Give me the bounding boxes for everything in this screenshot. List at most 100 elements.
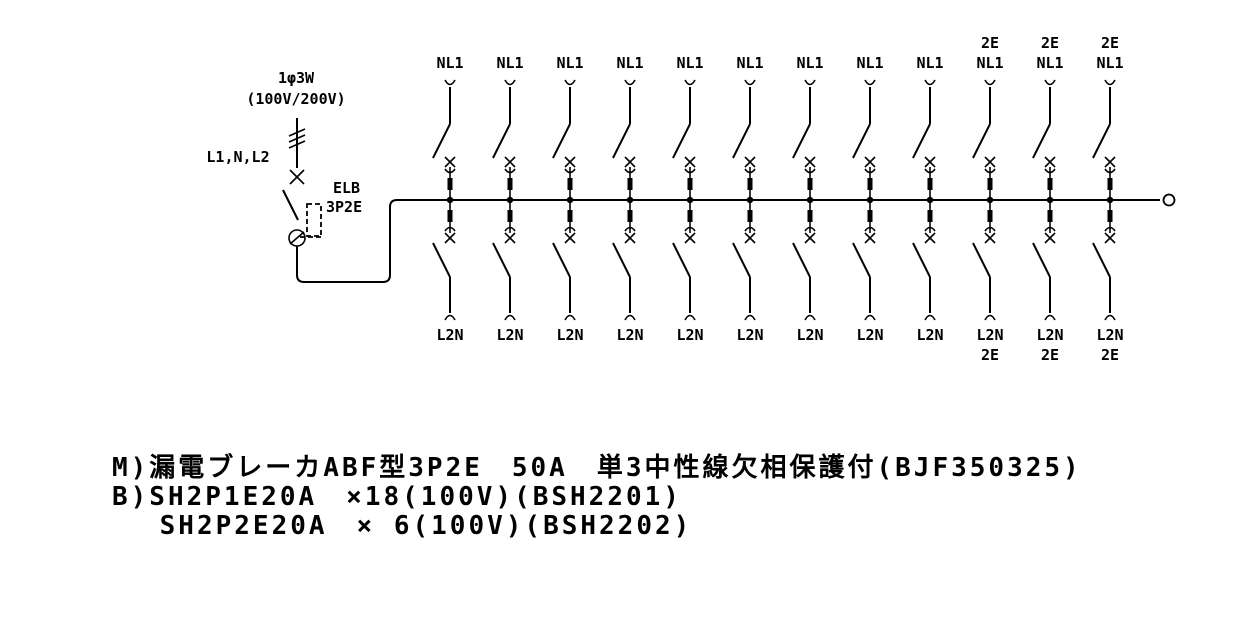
contact-icon [732,242,751,278]
branch-bottom-label: L2N [436,326,463,344]
contact-icon [852,242,871,278]
terminal-icon [1104,168,1116,174]
branch-top-label: NL1 [916,54,943,72]
fuse-icon [927,178,933,190]
main-earth-leakage-breaker [282,189,1176,283]
fuse-icon [687,210,693,222]
terminal-icon [804,79,816,86]
terminal-icon [924,168,936,174]
legend-main-breaker: M)漏電ブレーカABF型3P2E 50A 単3中性線欠相保護付(BJF35032… [112,452,1082,483]
contact-icon [852,123,871,159]
terminal-icon [564,168,576,174]
terminal-icon [984,314,996,321]
fuse-icon [447,178,453,190]
branch-bottom-label: L2N [676,326,703,344]
bus-node [686,196,694,204]
fuse-icon [627,210,633,222]
terminal-icon [444,168,456,174]
terminal-icon [924,79,936,86]
branch-top-label: NL1 [1096,54,1123,72]
branch-bottom-label: 2E [1041,346,1059,364]
contact-icon [972,123,991,159]
terminal-icon [1044,168,1056,174]
main-breaker-type-label: ELB [333,179,360,197]
terminal-icon [744,168,756,174]
bus-node [926,196,934,204]
contact-icon [1092,123,1111,159]
branch-top-label: 2E [981,34,999,52]
bus-node [566,196,574,204]
cross-mark-icon [564,156,576,168]
contact-icon [1032,242,1051,278]
fuse-icon [627,178,633,190]
fuse-icon [807,210,813,222]
terminal-icon [684,168,696,174]
branch-top-label: NL1 [436,54,463,72]
terminal-icon [744,79,756,86]
cross-mark-icon [744,156,756,168]
terminal-icon [984,226,996,232]
cross-mark-icon [444,156,456,168]
terminal-icon [1104,314,1116,321]
branch-bottom-label: L2N [1036,326,1063,344]
cross-mark-icon [564,232,576,244]
branch-bottom-label: L2N [736,326,763,344]
cross-mark-icon [1044,156,1056,168]
contact-icon [492,242,511,278]
branch-bottom-label: L2N [856,326,883,344]
fuse-icon [507,178,513,190]
branch-bottom-label: L2N [496,326,523,344]
terminal-icon [1044,226,1056,232]
terminal-icon [624,226,636,232]
terminal-icon [1104,226,1116,232]
cross-mark-icon [804,232,816,244]
terminal-icon [804,168,816,174]
branch-top-label: NL1 [616,54,643,72]
branch-top-label: 2E [1041,34,1059,52]
terminal-icon [684,79,696,86]
bus-node [1106,196,1114,204]
terminal-icon [864,79,876,86]
contact-icon [612,242,631,278]
contact-icon [672,242,691,278]
branch-bottom-label: L2N [976,326,1003,344]
terminal-icon [1044,314,1056,321]
cross-mark-icon [984,156,996,168]
terminal-icon [864,314,876,321]
legend-branch-breaker-2: SH2P2E20A × 6(100V)(BSH2202) [112,511,692,541]
cross-mark-icon [864,232,876,244]
branch-top-label: 2E [1101,34,1119,52]
branch-top-label: NL1 [496,54,523,72]
terminal-icon [984,168,996,174]
terminal-icon [804,314,816,321]
contact-icon [492,123,511,159]
branch-bottom-label: L2N [556,326,583,344]
cross-mark-icon [684,156,696,168]
fuse-icon [1047,178,1053,190]
contact-icon [552,242,571,278]
fuse-icon [867,178,873,190]
contact-icon [912,242,931,278]
branch-bottom-label: L2N [796,326,823,344]
fuse-icon [747,178,753,190]
incoming-feeder [288,118,306,185]
branch-top-label: NL1 [856,54,883,72]
bus-node [626,196,634,204]
branch-top-label: NL1 [796,54,823,72]
cross-mark-icon [504,156,516,168]
cross-mark-icon [804,156,816,168]
fuse-icon [507,210,513,222]
fuse-icon [987,178,993,190]
bus-node [806,196,814,204]
branch-bottom-label: 2E [981,346,999,364]
